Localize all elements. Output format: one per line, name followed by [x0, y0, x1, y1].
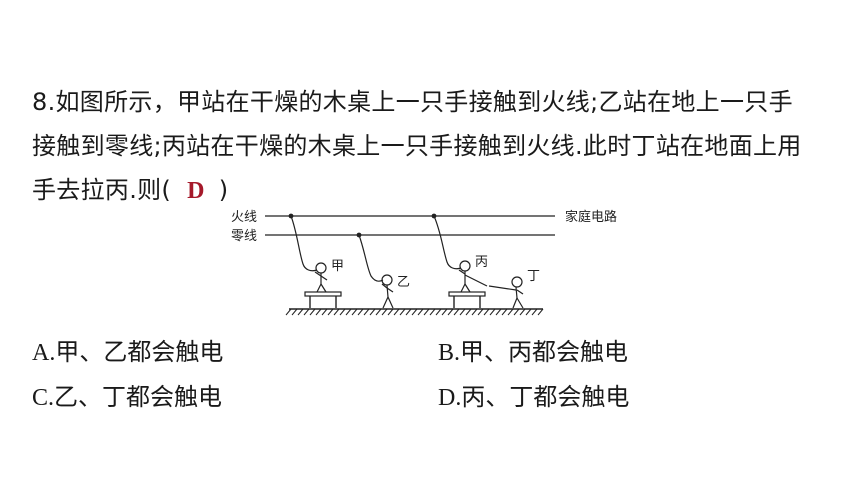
ground-hatch-line — [297, 308, 304, 316]
circuit-label: 家庭电路 — [565, 209, 617, 225]
ground-hatch-line — [351, 308, 358, 316]
ground-hatch-line — [477, 308, 484, 316]
ground-hatch-line — [309, 308, 316, 316]
option-d-text: 丙、丁都会触电 — [461, 383, 630, 411]
person-bing-label: 丙 — [475, 255, 488, 270]
question-line-2: 接触到零线;丙站在干燥的木桌上一只手接触到火线.此时丁站在地面上用 — [32, 132, 802, 160]
option-c-letter: C. — [32, 385, 55, 411]
ground-hatch-line — [513, 308, 520, 316]
ground-hatch-line — [447, 308, 454, 316]
person-ding — [488, 276, 524, 309]
ground-hatch-line — [465, 308, 472, 316]
question-line-3-prefix: 手去拉丙.则( — [32, 176, 172, 204]
ground-hatch-line — [405, 308, 412, 316]
ground-hatch-line — [519, 308, 526, 316]
option-d-letter: D. — [438, 385, 462, 411]
ground-hatch-line — [471, 308, 478, 316]
option-c[interactable]: C.乙、丁都会触电 — [32, 377, 222, 418]
option-a[interactable]: A.甲、乙都会触电 — [32, 332, 223, 373]
ground-hatch-line — [525, 308, 532, 316]
ground-hatch-line — [531, 308, 538, 316]
ground-hatch-line — [501, 308, 508, 316]
ground-hatch-line — [507, 308, 514, 316]
ground-hatch-line — [333, 308, 340, 316]
ground-hatch-line — [327, 308, 334, 316]
ground-hatch-line — [285, 308, 292, 316]
ground-hatch-line — [345, 308, 352, 316]
ground-hatch-line — [453, 308, 460, 316]
ground-hatch-line — [459, 308, 466, 316]
option-d[interactable]: D.丙、丁都会触电 — [438, 377, 629, 418]
bing-hand-wire — [433, 215, 462, 270]
ground — [285, 308, 544, 316]
ground-hatch-line — [411, 308, 418, 316]
ground-hatch-line — [375, 308, 382, 316]
person-bing — [458, 260, 488, 293]
neutral-wire-label: 零线 — [231, 229, 257, 244]
table-jia — [304, 291, 342, 308]
option-a-letter: A. — [32, 340, 56, 366]
person-yi-label: 乙 — [397, 275, 410, 290]
answer-letter: D — [187, 178, 205, 204]
ground-hatch-line — [303, 308, 310, 316]
ground-hatch-line — [483, 308, 490, 316]
yi-hand-wire — [358, 234, 384, 282]
ground-hatch-line — [393, 308, 400, 316]
question-text: 8.如图所示，甲站在干燥的木桌上一只手接触到火线;乙站在地上一只手 接触到零线;… — [32, 80, 832, 213]
circuit-diagram: 火线 零线 家庭电路 甲 乙 丙 — [231, 209, 617, 316]
question-line-3: 手去拉丙.则( D) — [32, 168, 832, 213]
person-ding-label: 丁 — [527, 269, 540, 284]
ground-hatch-line — [435, 308, 442, 316]
ground-hatch-line — [429, 308, 436, 316]
person-jia — [314, 262, 328, 293]
option-b-letter: B. — [438, 340, 461, 366]
jia-hand-wire — [290, 215, 318, 272]
ground-hatch-line — [357, 308, 364, 316]
ground-hatch-line — [423, 308, 430, 316]
ground-hatch-line — [537, 308, 544, 316]
ground-hatch-line — [489, 308, 496, 316]
ground-hatch-line — [315, 308, 322, 316]
ground-hatch-line — [369, 308, 376, 316]
ground-hatch-line — [291, 308, 298, 316]
ground-hatch-line — [363, 308, 370, 316]
ground-hatch-line — [381, 308, 388, 316]
table-bing — [448, 291, 486, 308]
question-line-3-suffix: ) — [218, 176, 229, 204]
option-b-text: 甲、丙都会触电 — [460, 338, 629, 366]
person-jia-label: 甲 — [331, 259, 344, 274]
ground-hatch-line — [399, 308, 406, 316]
ground-hatch-line — [339, 308, 346, 316]
ground-hatch-line — [441, 308, 448, 316]
ground-hatch-line — [387, 308, 394, 316]
question-line-1: 8.如图所示，甲站在干燥的木桌上一只手接触到火线;乙站在地上一只手 — [32, 88, 793, 116]
ground-hatch-line — [417, 308, 424, 316]
fire-wire-label: 火线 — [231, 210, 257, 225]
ground-hatch-line — [321, 308, 328, 316]
person-yi — [381, 274, 394, 309]
option-c-text: 乙、丁都会触电 — [54, 383, 223, 411]
option-a-text: 甲、乙都会触电 — [55, 338, 224, 366]
ground-hatch-line — [495, 308, 502, 316]
option-b[interactable]: B.甲、丙都会触电 — [438, 332, 628, 373]
